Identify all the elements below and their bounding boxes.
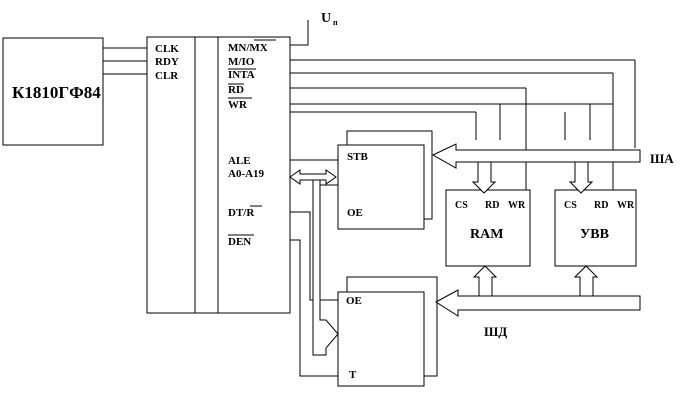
cpu-data-arrow — [312, 179, 339, 356]
clock-generator-name: К1810ГФ84 — [12, 83, 101, 102]
ram-data-arrow — [472, 265, 498, 297]
cpu-block — [217, 36, 291, 314]
cpu-pin-wr: WR — [228, 99, 248, 111]
cpu-pin-den: DEN — [228, 236, 251, 248]
data-bus-label: ШД — [484, 324, 507, 339]
ram-wr: WR — [508, 200, 526, 211]
io-label: УВВ — [580, 227, 609, 242]
interface-block — [146, 36, 196, 314]
cpu-bus-arrow — [289, 169, 337, 185]
power-subscript: п — [333, 18, 338, 27]
transceiver-oe: OE — [346, 295, 362, 307]
cpu-pin-rd: RD — [228, 84, 244, 96]
transceiver-t: T — [349, 369, 357, 381]
io-cs: CS — [564, 200, 577, 211]
data-bus-arrow — [435, 289, 641, 317]
ram-rd: RD — [485, 200, 499, 211]
dt-r-line — [290, 239, 338, 377]
cpu-pin-ale: ALE — [228, 155, 251, 167]
ram-cs: CS — [455, 200, 468, 211]
cpu-pin-mnmx: MN/MX — [228, 42, 268, 54]
ram-block — [445, 189, 531, 267]
den-line — [290, 211, 338, 301]
clock-generator-block — [2, 37, 104, 146]
data-transceiver — [337, 291, 425, 387]
ram-address-arrow — [471, 161, 497, 194]
cpu-pin-inta: INTA — [228, 69, 255, 81]
cpu-pin-mio: M/IO — [228, 56, 255, 68]
io-data-arrow — [573, 265, 599, 297]
latch-stb: STB — [347, 151, 368, 163]
latch-oe: OE — [347, 207, 363, 219]
cpu-pin-dtr: DT/R — [228, 207, 255, 219]
io-wr: WR — [617, 200, 635, 211]
cpu-pin-address: A0-A19 — [228, 168, 265, 180]
clr-pin: CLR — [155, 70, 179, 82]
power-line — [290, 20, 309, 46]
ram-label: RAM — [470, 227, 503, 242]
address-bus-arrow — [431, 143, 641, 169]
io-rd: RD — [594, 200, 608, 211]
address-latch — [337, 144, 425, 230]
io-address-arrow — [568, 161, 594, 194]
io-block — [554, 189, 637, 267]
address-bus-label: ША — [650, 151, 674, 166]
clk-pin: CLK — [155, 43, 179, 55]
rdy-pin: RDY — [155, 56, 179, 68]
power-label: U — [321, 11, 331, 26]
